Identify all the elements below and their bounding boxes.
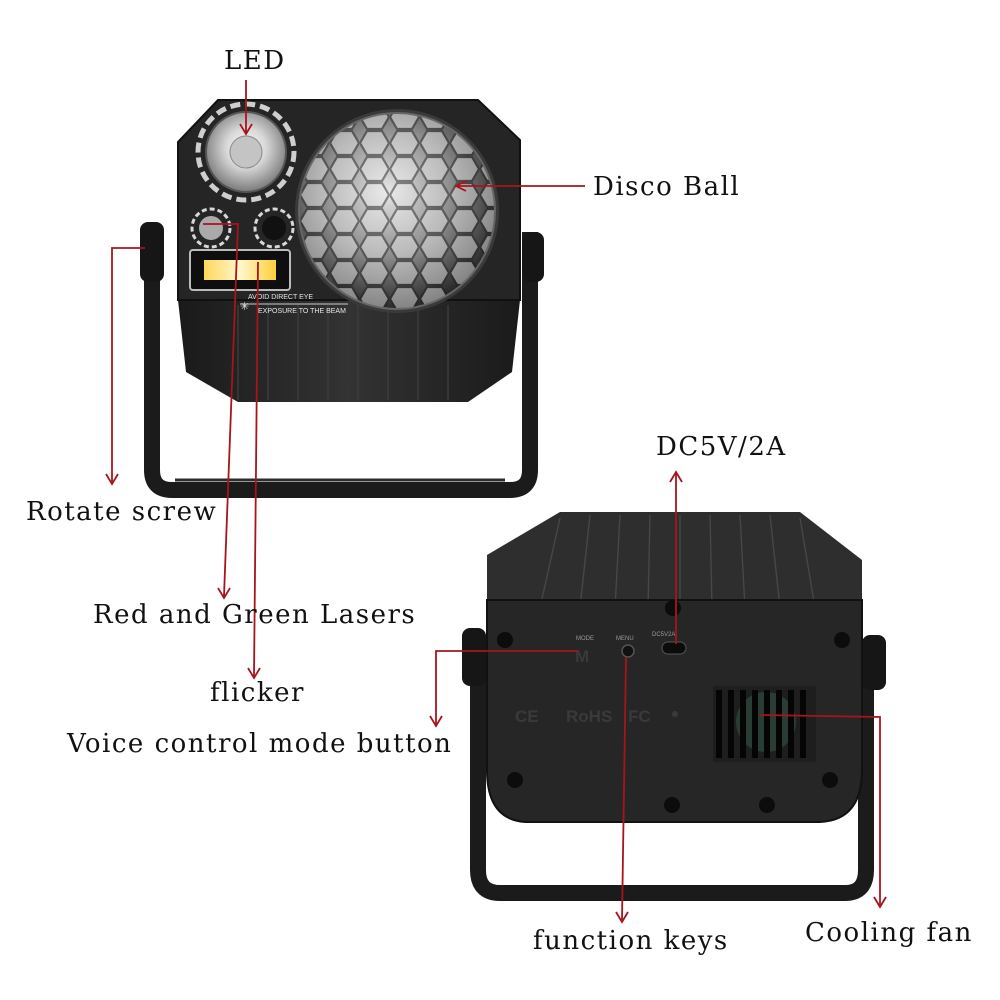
disco-ball — [295, 109, 499, 313]
rohs-mark: RoHS — [566, 707, 612, 726]
back-left-rotate-screw — [462, 628, 486, 686]
svg-text:MENU: MENU — [616, 636, 634, 642]
warning-bottom-text: EXPOSURE TO THE BEAM — [258, 308, 346, 315]
label-disco-ball: Disco Ball — [593, 172, 741, 202]
front-left-rotate-screw — [140, 222, 164, 282]
label-cooling-fan: Cooling fan — [805, 918, 973, 948]
svg-text:M: M — [575, 647, 589, 666]
certification-marks: CE RoHS FC — [515, 707, 678, 726]
label-led: LED — [224, 46, 286, 76]
label-function-keys: function keys — [533, 926, 729, 956]
svg-text:DC5V2A: DC5V2A — [652, 632, 675, 638]
back-stand — [470, 655, 874, 901]
pointer-lines — [105, 80, 887, 924]
back-panel — [486, 599, 863, 823]
front-unit: AVOID DIRECT EYE EXPOSURE TO THE BEAM ✳ — [140, 99, 544, 498]
flicker-strip — [189, 249, 291, 291]
ce-mark: CE — [515, 707, 539, 726]
warning-top-text: AVOID DIRECT EYE — [248, 294, 313, 301]
front-stand — [144, 232, 538, 498]
label-lasers: Red and Green Lasers — [93, 600, 417, 630]
front-body — [178, 300, 520, 402]
function-key[interactable]: MENU — [616, 636, 635, 658]
cooling-fan-vent — [713, 686, 816, 762]
svg-text:MODE: MODE — [576, 636, 594, 642]
back-panel-screws — [497, 600, 850, 813]
label-dc-power: DC5V/2A — [656, 432, 787, 462]
dc-power-port[interactable]: DC5V2A — [652, 632, 687, 655]
back-right-rotate-screw — [862, 635, 886, 690]
led-light — [195, 101, 297, 203]
mode-button[interactable]: M MODE — [575, 636, 594, 666]
back-unit: M MODE MENU DC5V2A CE RoHS FC — [462, 512, 886, 901]
fc-mark: FC — [628, 707, 651, 726]
back-housing — [487, 512, 862, 612]
label-voice-control-button: Voice control mode button — [67, 729, 453, 759]
front-right-rotate-screw — [522, 232, 544, 282]
label-flicker: flicker — [210, 678, 305, 708]
laser-warning-icon: ✳ — [240, 301, 249, 313]
label-rotate-screw: Rotate screw — [26, 497, 218, 527]
laser-apertures — [190, 207, 295, 249]
